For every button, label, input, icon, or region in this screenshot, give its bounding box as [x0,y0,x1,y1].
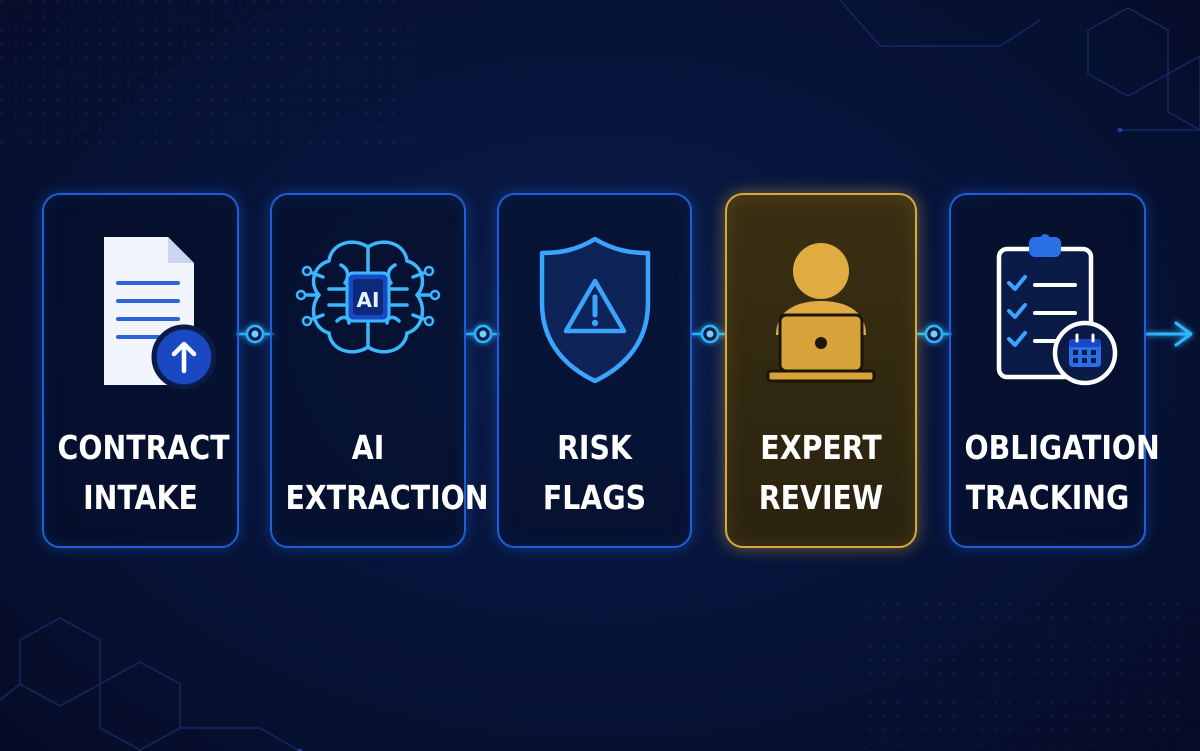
step-obligation-tracking: OBLIGATION TRACKING [949,193,1160,548]
step-label: AI EXTRACTION [285,423,489,523]
step-label-line2: EXTRACTION [285,478,489,517]
step-contract-intake: CONTRACT INTAKE [42,193,239,548]
step-expert-review: EXPERT REVIEW [725,193,917,548]
step-label-line1: EXPERT [760,428,882,467]
step-label-line1: RISK [557,428,632,467]
step-label: EXPERT REVIEW [740,423,902,523]
clipboard-checklist-calendar-icon [996,234,1117,386]
step-label-line2: INTAKE [83,478,198,517]
step-label-line2: TRACKING [965,478,1130,517]
step-label-line1: CONTRACT [57,428,230,467]
connector-2 [464,324,500,344]
step-label: OBLIGATION TRACKING [964,423,1160,523]
ai-chip-text: AI [357,288,380,312]
document-upload-icon [103,237,216,390]
step-label-line2: REVIEW [758,478,884,517]
step-label-line1: OBLIGATION [964,428,1160,467]
step-ai-extraction: AI AI EXTRACTION [270,193,489,548]
step-label: CONTRACT INTAKE [57,423,230,523]
step-label-line1: AI [351,428,385,467]
connector-1 [236,324,274,344]
step-risk-flags: RISK FLAGS [497,193,692,548]
step-label-line2: FLAGS [542,478,647,517]
connector-3 [690,324,728,344]
step-label: RISK FLAGS [512,423,676,523]
ai-brain-icon: AI [295,240,441,354]
person-laptop-icon [766,243,876,383]
arrow-right-icon [1146,321,1193,347]
connector-4 [914,324,952,344]
warning-shield-icon [539,236,650,384]
